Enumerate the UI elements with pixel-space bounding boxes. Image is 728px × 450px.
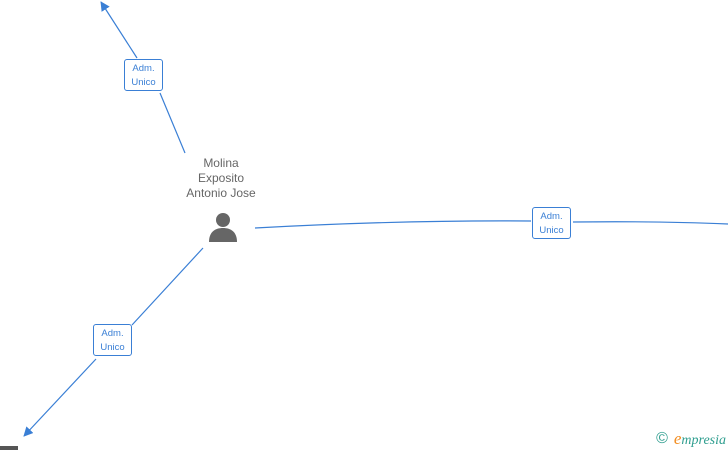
offscreen-node-fragment <box>0 446 18 450</box>
edge-label-bottom-line-1: Adm. <box>101 328 124 339</box>
edge-label-top-line-1: Adm. <box>132 63 155 74</box>
brand-initial: e <box>673 429 682 448</box>
edge-label-right-line-1: Adm. <box>540 211 563 222</box>
edge-label-right-line-2: Unico <box>539 225 564 236</box>
footer-brand: © empresia <box>656 429 726 449</box>
edge-label-bottom-line-2: Unico <box>100 342 125 353</box>
edge-label-top[interactable]: Adm. Unico <box>124 59 163 91</box>
person-icon[interactable] <box>207 212 239 242</box>
edge-line-right <box>254 220 728 229</box>
node-name-line-2: Exposito <box>197 171 245 185</box>
brand-logo: empresia <box>674 429 726 449</box>
brand-name: mpresia <box>681 433 726 448</box>
node-name[interactable]: Molina Exposito Antonio Jose <box>160 156 282 201</box>
copyright-icon: © <box>656 430 668 447</box>
node-name-line-3: Antonio Jose <box>186 186 256 200</box>
edge-line-top <box>101 2 186 154</box>
edge-label-right[interactable]: Adm. Unico <box>532 207 571 239</box>
edge-label-top-line-2: Unico <box>131 77 156 88</box>
edge-label-bottom[interactable]: Adm. Unico <box>93 324 132 356</box>
node-name-line-1: Molina <box>203 156 239 170</box>
edge-line-bottom <box>24 247 204 436</box>
